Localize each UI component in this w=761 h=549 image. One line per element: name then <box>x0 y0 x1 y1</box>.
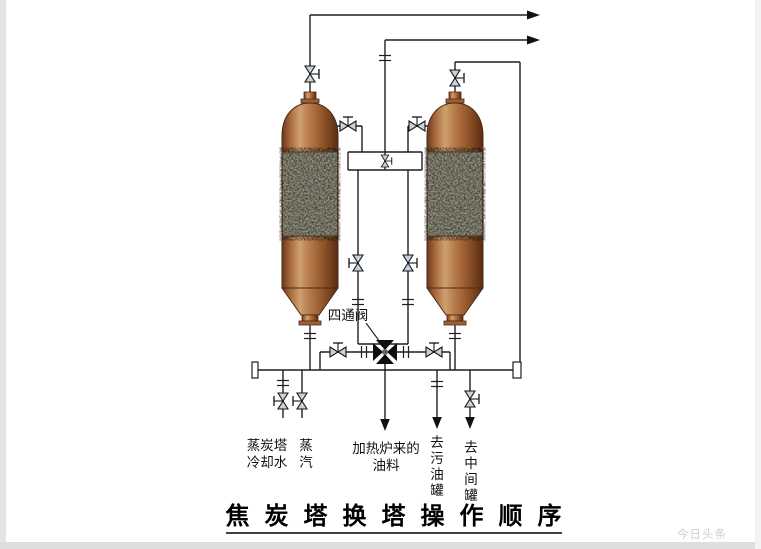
border-left <box>0 0 6 549</box>
arrow-icon <box>527 10 540 20</box>
border-right <box>755 0 761 549</box>
four-way-valve-leader-line <box>365 322 381 343</box>
furnace-oil-label-line2: 油料 <box>373 458 400 473</box>
coke-drum-left <box>282 92 338 325</box>
slop-tank-label-char2: 污 <box>430 451 444 466</box>
border-bottom <box>0 542 761 549</box>
manifold-end-cap-left <box>251 361 259 379</box>
flow-arrows <box>380 10 540 431</box>
steam-label-char2: 汽 <box>299 455 313 470</box>
arrow-icon <box>380 419 390 431</box>
intermediate-tank-label-char4: 罐 <box>464 488 478 503</box>
cooling-water-label-line2: 冷却水 <box>247 455 288 470</box>
page-title: 焦炭塔换塔操作顺序 <box>226 502 577 530</box>
stream-labels: 四通阀 蒸炭塔 冷却水 蒸 汽 加热炉来的 油料 去 污 油 罐 去 中 间 罐 <box>247 308 479 503</box>
slop-tank-label-char4: 罐 <box>430 483 444 498</box>
diagram-title: 焦炭塔换塔操作顺序 <box>226 502 577 534</box>
steam-label-char1: 蒸 <box>299 438 313 453</box>
arrow-icon <box>527 35 540 45</box>
intermediate-tank-label-char1: 去 <box>464 440 478 455</box>
watermark: 今日头条 <box>677 527 727 541</box>
coke-drum-right <box>427 92 483 325</box>
arrow-icon <box>432 417 442 429</box>
slop-tank-label-char3: 油 <box>430 467 444 482</box>
slop-tank-label-char1: 去 <box>430 435 444 450</box>
furnace-oil-label-line1: 加热炉来的 <box>352 441 420 456</box>
intermediate-tank-label-char2: 中 <box>464 456 478 471</box>
manifold-end-cap-right <box>512 361 522 379</box>
cooling-water-label-line1: 蒸炭塔 <box>247 438 288 453</box>
four-way-valve-label: 四通阀 <box>328 308 369 323</box>
four-way-valve-icon <box>373 340 397 364</box>
intermediate-tank-label-char3: 间 <box>464 472 478 487</box>
arrow-icon <box>465 417 475 429</box>
